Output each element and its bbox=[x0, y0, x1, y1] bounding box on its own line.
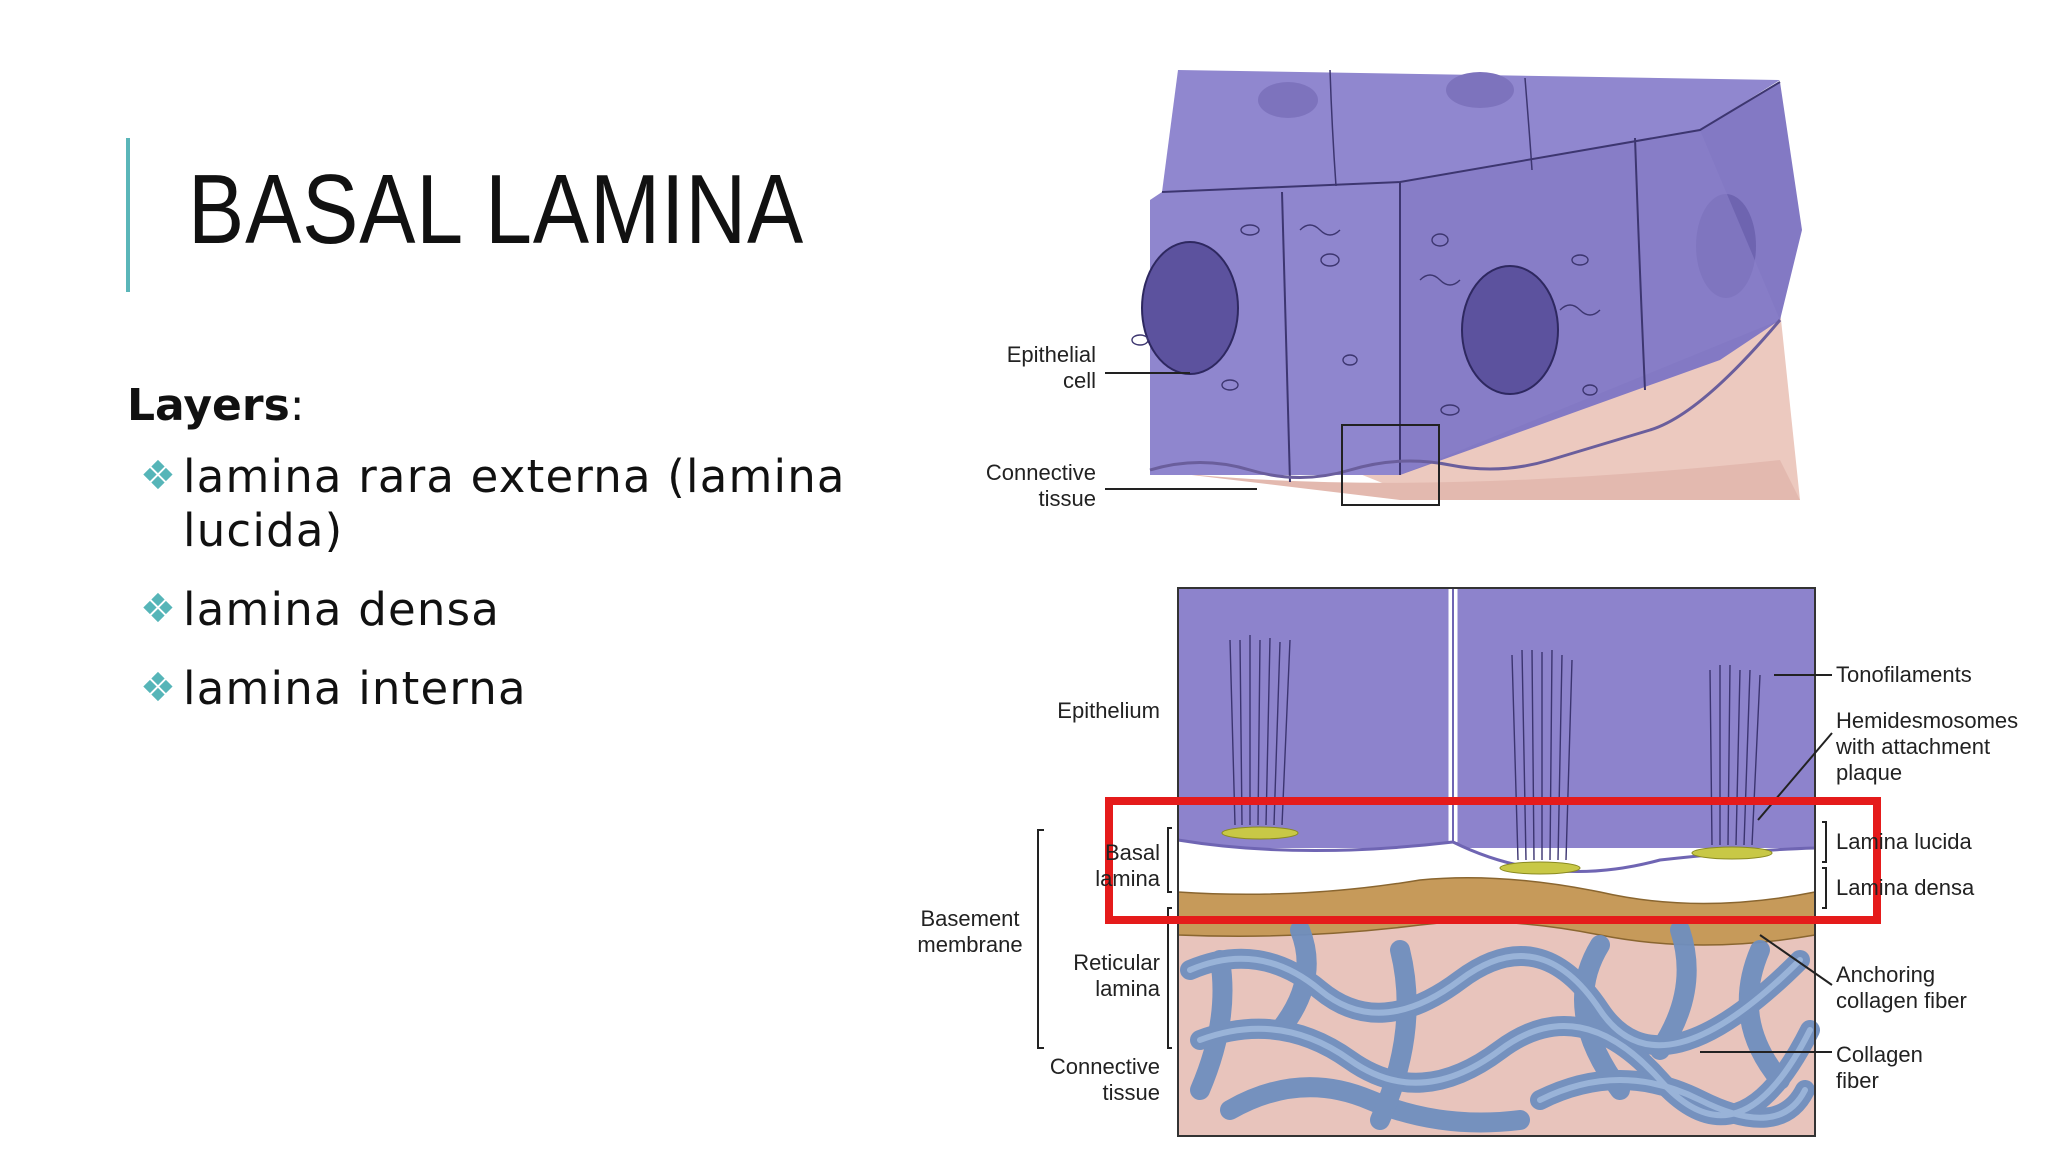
layers-heading: Layers: bbox=[127, 380, 847, 431]
basal-lamina-illustration bbox=[1037, 69, 1881, 1137]
layer-bullet-1: ❖lamina rara externa (lamina lucida) bbox=[127, 449, 847, 558]
layers-label: Layers bbox=[127, 380, 290, 431]
basal-lamina-figure: Epithelial cell Connective tissue Epithe… bbox=[900, 30, 2048, 1152]
layers-content: Layers: ❖lamina rara externa (lamina luc… bbox=[127, 380, 847, 740]
layer-bullet-3: ❖lamina interna bbox=[127, 661, 847, 716]
label-connective-tissue-bottom: Connective tissue bbox=[1049, 1054, 1160, 1105]
layer-bullet-text: lamina interna bbox=[183, 662, 527, 715]
basement-membrane-illustration bbox=[1037, 587, 1881, 1137]
highlight-box bbox=[1105, 797, 1881, 924]
label-lamina-densa: Lamina densa bbox=[1836, 875, 1975, 900]
label-connective-tissue-top: Connective tissue bbox=[985, 460, 1096, 511]
label-collagen-fiber: Collagen fiber bbox=[1836, 1042, 1923, 1093]
label-lamina-lucida: Lamina lucida bbox=[1836, 829, 1972, 854]
layers-colon: : bbox=[289, 380, 305, 431]
diamond-bullet-icon: ❖ bbox=[140, 453, 178, 499]
label-epithelium: Epithelium bbox=[1057, 698, 1160, 723]
label-hemidesmosomes: Hemidesmosomes with attachment plaque bbox=[1836, 708, 2019, 785]
diamond-bullet-icon: ❖ bbox=[140, 586, 178, 632]
epithelial-block-illustration bbox=[1105, 69, 1802, 506]
diamond-bullet-icon: ❖ bbox=[140, 665, 178, 711]
label-epithelial-cell: Epithelial cell bbox=[1006, 342, 1096, 393]
label-anchoring-collagen-fiber: Anchoring collagen fiber bbox=[1836, 962, 1967, 1013]
layer-bullet-text: lamina densa bbox=[183, 583, 501, 636]
label-reticular-lamina: Reticular lamina bbox=[1073, 950, 1160, 1001]
layer-bullet-text: lamina rara externa (lamina lucida) bbox=[183, 450, 846, 557]
label-tonofilaments: Tonofilaments bbox=[1836, 662, 1972, 687]
title-accent-bar bbox=[126, 138, 130, 292]
label-basement-membrane: Basement membrane bbox=[917, 906, 1023, 957]
label-basal-lamina: Basal lamina bbox=[1095, 840, 1160, 891]
layer-bullet-2: ❖lamina densa bbox=[127, 582, 847, 637]
slide-title: BASAL LAMINA bbox=[188, 154, 805, 264]
